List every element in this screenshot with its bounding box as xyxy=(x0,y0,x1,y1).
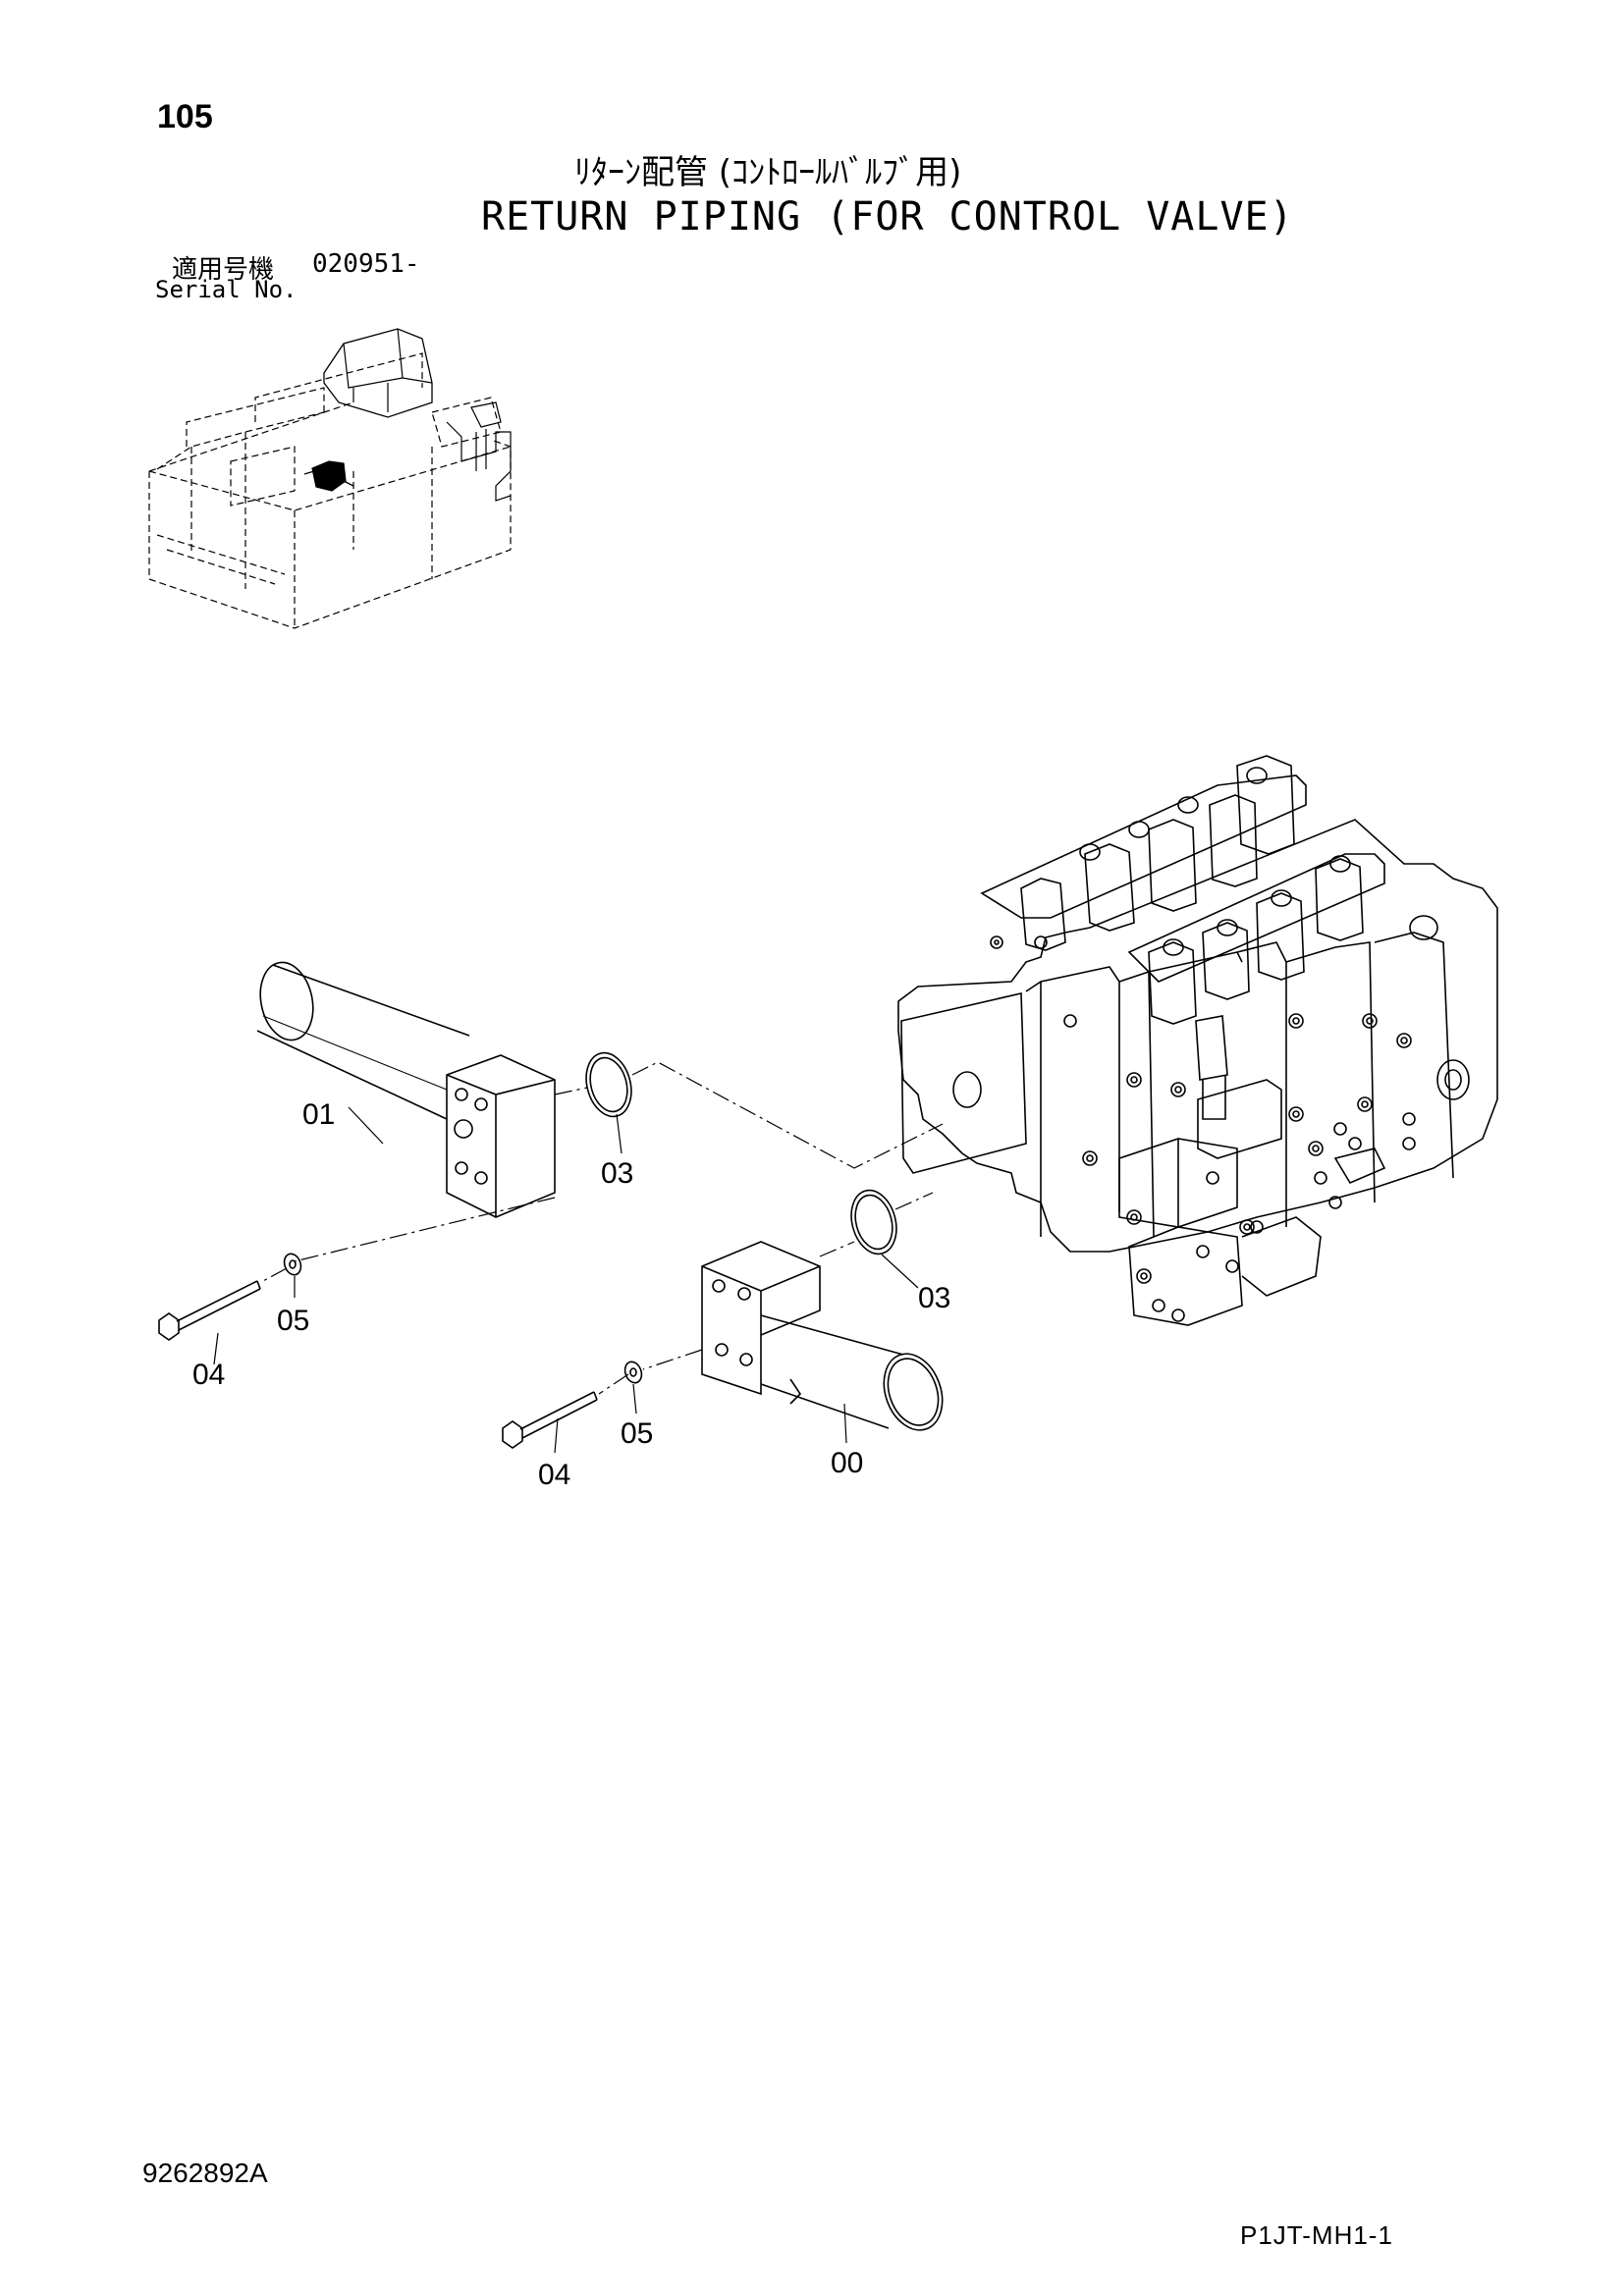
callout-05-lower: 05 xyxy=(621,1417,653,1450)
bolt-04-lower xyxy=(502,1391,598,1449)
pipe-01 xyxy=(256,961,556,1218)
pipe-00 xyxy=(701,1241,944,1431)
drawing-number: 9262892A xyxy=(142,2158,268,2188)
callout-04-lower: 04 xyxy=(538,1459,570,1491)
page-code: P1JT-MH1-1 xyxy=(1240,2220,1393,2250)
assembly-centerlines xyxy=(262,1061,944,1395)
callout-03-lower: 03 xyxy=(918,1282,950,1314)
valve-bolt-heads xyxy=(990,935,1416,1322)
control-valve-assembly xyxy=(897,755,1498,1326)
page-title-en: RETURN PIPING (FOR CONTROL VALVE) xyxy=(481,194,1294,240)
locator-machine-thumbnail xyxy=(148,328,512,629)
o-ring-03-lower xyxy=(850,1189,897,1255)
callout-03-upper: 03 xyxy=(601,1157,633,1190)
serial-value: 020951- xyxy=(312,249,420,279)
serial-label-jp: 適用号機 xyxy=(172,255,275,285)
spool-caps-lower xyxy=(1127,853,1385,1025)
spool-caps-upper xyxy=(980,755,1307,951)
washer-05-lower xyxy=(623,1361,643,1384)
serial-label-en: Serial No. xyxy=(155,276,298,303)
page-title-jp: ﾘﾀｰﾝ配管 (ｺﾝﾄﾛｰﾙﾊﾞﾙﾌﾞ用) xyxy=(574,153,962,192)
callout-05-upper: 05 xyxy=(277,1305,309,1337)
washer-05-upper xyxy=(283,1253,302,1276)
callout-leaders xyxy=(213,1106,919,1454)
callout-01: 01 xyxy=(302,1098,335,1131)
callout-04-upper: 04 xyxy=(192,1359,225,1391)
o-ring-03-upper xyxy=(585,1051,632,1118)
page-number: 105 xyxy=(157,98,213,135)
callout-00: 00 xyxy=(831,1447,863,1479)
bolt-04-upper xyxy=(158,1280,261,1341)
